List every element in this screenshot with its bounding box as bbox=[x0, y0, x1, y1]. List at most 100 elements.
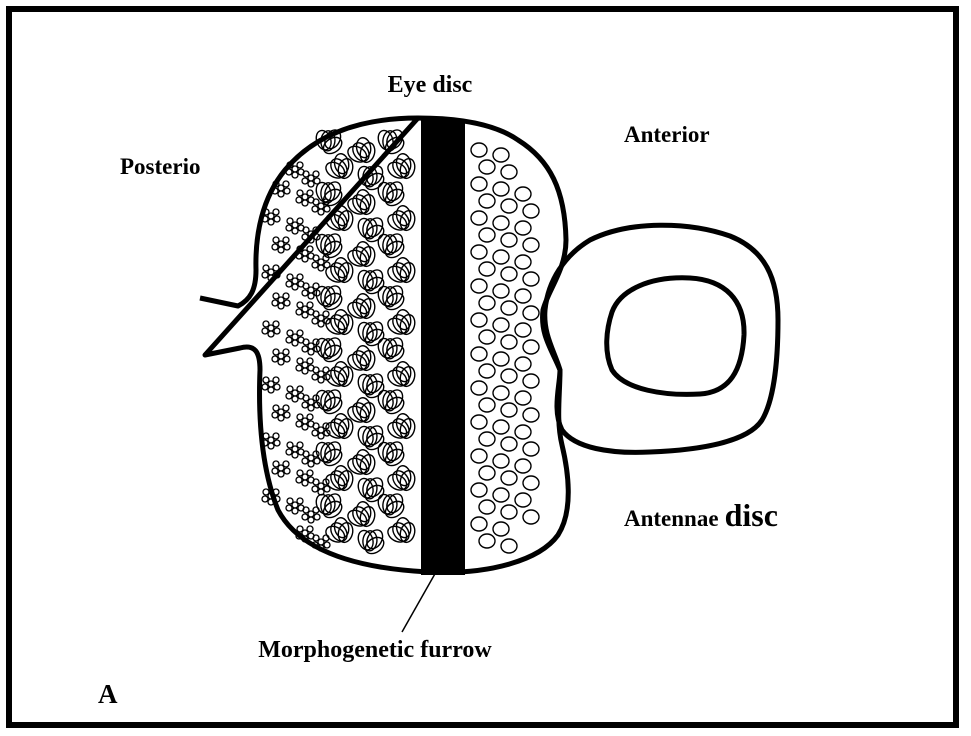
panel-label: A bbox=[98, 679, 118, 709]
circle-icon bbox=[515, 425, 531, 439]
circle-icon bbox=[501, 505, 517, 519]
circle-icon bbox=[523, 272, 539, 286]
fan-cluster-icon bbox=[381, 305, 422, 344]
circle-icon bbox=[501, 369, 517, 383]
circle-icon bbox=[493, 488, 509, 502]
circle-icon bbox=[515, 459, 531, 473]
circle-icon bbox=[493, 352, 509, 366]
rosette-icon bbox=[312, 311, 330, 327]
circle-icon bbox=[515, 187, 531, 201]
developing-ommatidia-clusters bbox=[308, 122, 423, 561]
precluster-rosettes bbox=[262, 162, 330, 551]
fan-cluster-icon bbox=[381, 409, 422, 448]
circle-icon bbox=[471, 381, 487, 395]
circle-icon bbox=[515, 255, 531, 269]
circle-icon bbox=[523, 476, 539, 490]
circle-icon bbox=[523, 340, 539, 354]
circle-icon bbox=[501, 267, 517, 281]
circle-icon bbox=[493, 318, 509, 332]
circle-icon bbox=[493, 148, 509, 162]
circle-icon bbox=[501, 165, 517, 179]
rosette-icon bbox=[272, 405, 290, 421]
circle-icon bbox=[515, 391, 531, 405]
circle-icon bbox=[471, 177, 487, 191]
posterior-label: Posterio bbox=[120, 154, 200, 179]
morphogenetic-furrow-band bbox=[421, 120, 465, 575]
circle-icon bbox=[479, 262, 495, 276]
circle-icon bbox=[523, 374, 539, 388]
disc-word: disc bbox=[725, 497, 778, 533]
rosette-icon bbox=[296, 302, 314, 318]
rosette-icon bbox=[312, 479, 330, 495]
circle-icon bbox=[523, 510, 539, 524]
circle-icon bbox=[479, 534, 495, 548]
rosette-icon bbox=[296, 358, 314, 374]
circle-icon bbox=[471, 313, 487, 327]
circle-icon bbox=[501, 199, 517, 213]
rosette-icon bbox=[286, 218, 304, 234]
rosette-icon bbox=[262, 321, 280, 337]
circle-icon bbox=[493, 386, 509, 400]
fan-cluster-icon bbox=[381, 513, 422, 552]
circle-icon bbox=[523, 306, 539, 320]
fan-cluster-icon bbox=[350, 158, 391, 197]
rosette-icon bbox=[286, 386, 304, 402]
rosette-icon bbox=[272, 293, 290, 309]
circle-icon bbox=[479, 228, 495, 242]
circle-icon bbox=[515, 493, 531, 507]
rosette-icon bbox=[296, 414, 314, 430]
circle-icon bbox=[479, 466, 495, 480]
circle-icon bbox=[471, 245, 487, 259]
circle-icon bbox=[493, 284, 509, 298]
fan-cluster-icon bbox=[381, 253, 422, 292]
circle-icon bbox=[501, 471, 517, 485]
fan-cluster-icon bbox=[381, 461, 422, 500]
circle-icon bbox=[471, 517, 487, 531]
circle-icon bbox=[479, 296, 495, 310]
circle-icon bbox=[523, 442, 539, 456]
rosette-icon bbox=[272, 349, 290, 365]
circle-icon bbox=[471, 279, 487, 293]
circle-icon bbox=[493, 454, 509, 468]
circle-icon bbox=[493, 420, 509, 434]
circle-icon bbox=[501, 437, 517, 451]
fan-cluster-icon bbox=[381, 201, 422, 240]
circle-icon bbox=[493, 522, 509, 536]
rosette-icon bbox=[286, 274, 304, 290]
antennae-disc-inner bbox=[607, 278, 744, 395]
rosette-icon bbox=[296, 470, 314, 486]
rosette-icon bbox=[302, 171, 320, 187]
fan-cluster-icon bbox=[370, 122, 411, 161]
circle-icon bbox=[493, 250, 509, 264]
rosette-icon bbox=[262, 433, 280, 449]
rosette-icon bbox=[312, 367, 330, 383]
circle-icon bbox=[471, 211, 487, 225]
rosette-icon bbox=[262, 377, 280, 393]
anterior-label: Anterior bbox=[624, 122, 710, 147]
circle-icon bbox=[501, 301, 517, 315]
rosette-icon bbox=[272, 237, 290, 253]
circle-icon bbox=[523, 204, 539, 218]
circle-icon bbox=[471, 483, 487, 497]
circle-icon bbox=[501, 233, 517, 247]
rosette-icon bbox=[296, 190, 314, 206]
circle-icon bbox=[515, 221, 531, 235]
rosette-icon bbox=[286, 498, 304, 514]
circle-icon bbox=[479, 500, 495, 514]
fan-cluster-icon bbox=[381, 357, 422, 396]
circle-icon bbox=[523, 238, 539, 252]
fan-cluster-icon bbox=[350, 210, 391, 249]
circle-icon bbox=[471, 449, 487, 463]
circle-icon bbox=[471, 415, 487, 429]
morphogenetic-furrow-label: Morphogenetic furrow bbox=[258, 637, 492, 663]
rosette-icon bbox=[286, 330, 304, 346]
circle-icon bbox=[479, 194, 495, 208]
undifferentiated-cells bbox=[471, 143, 539, 553]
circle-icon bbox=[515, 289, 531, 303]
circle-icon bbox=[471, 347, 487, 361]
circle-icon bbox=[501, 539, 517, 553]
circle-icon bbox=[515, 323, 531, 337]
